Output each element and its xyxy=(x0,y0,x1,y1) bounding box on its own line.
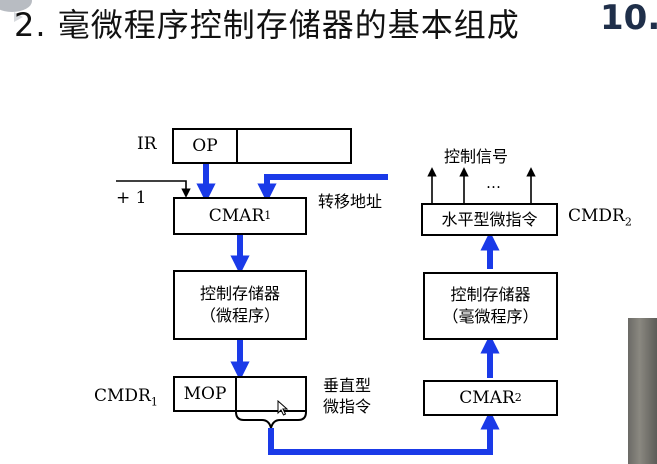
cmdr1-text: CMDR xyxy=(94,386,151,406)
cmdr1-label: CMDR1 xyxy=(94,386,158,408)
cmdr2-text: CMDR xyxy=(568,206,625,226)
increment-arrow xyxy=(116,180,191,198)
vertical-microinstruction-label-1: 垂直型 xyxy=(323,376,372,395)
jump-address-label: 转移地址 xyxy=(318,192,383,211)
cmar2-subscript: 2 xyxy=(514,390,522,404)
control-store-1: 控制存储器 （微程序） xyxy=(173,270,307,340)
cmdr2-label: CMDR2 xyxy=(568,206,632,228)
cmdr2-subscript: 2 xyxy=(624,215,632,229)
control-store-1-subtitle: （微程序） xyxy=(199,306,280,325)
control-store-2-title: 控制存储器 xyxy=(450,285,531,305)
ir-register: OP xyxy=(172,128,352,164)
cmdr1-subscript: 1 xyxy=(150,395,158,409)
plus-one-label: + 1 xyxy=(116,188,147,208)
ir-label: IR xyxy=(137,134,157,154)
jump-address-arrow xyxy=(257,174,388,203)
control-signals-label: 控制信号 xyxy=(444,147,509,166)
control-store-2: 控制存储器 （毫微程序） xyxy=(423,272,558,340)
mop-to-cmar2-arrow xyxy=(268,410,500,455)
address-field xyxy=(237,378,305,416)
horizontal-microinstruction-register: 水平型微指令 xyxy=(421,203,558,236)
control-store-2-subtitle: （毫微程序） xyxy=(442,307,539,326)
cmdr1-register: MOP xyxy=(173,376,307,416)
control-store-1-title: 控制存储器 xyxy=(199,284,280,304)
page-title: 2. 毫微程序控制存储器的基本组成 xyxy=(14,6,520,44)
play-icon xyxy=(14,12,23,22)
presenter-photo xyxy=(628,318,657,464)
cmar1-subscript: 1 xyxy=(264,208,272,222)
mop-field: MOP xyxy=(175,378,237,410)
vertical-microinstruction-label-2: 微指令 xyxy=(323,397,372,416)
signals-ellipsis: … xyxy=(486,174,501,192)
op-field: OP xyxy=(174,130,238,162)
cmar1-label: CMAR xyxy=(208,205,265,226)
cmar2-label: CMAR xyxy=(459,387,515,408)
cursor-icon xyxy=(277,400,289,416)
corner-badge xyxy=(0,0,32,12)
mop-brace xyxy=(235,411,307,429)
slide-number: 10. xyxy=(600,0,657,38)
